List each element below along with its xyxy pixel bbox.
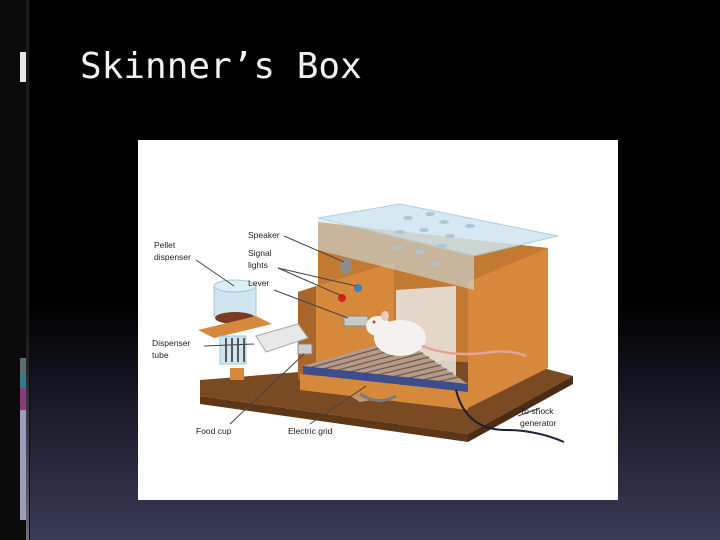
- label-pellet-dispenser-line2: dispenser: [154, 252, 191, 262]
- shock-cable: [455, 389, 565, 443]
- slide-title: Skinner’s Box: [80, 46, 362, 87]
- food-cup: [297, 343, 313, 355]
- label-signal-lights-line2: lights: [248, 260, 268, 270]
- title-marker: [20, 52, 26, 82]
- skinner-box-diagram: Speaker Pellet dispenser Signal lights L…: [152, 203, 573, 443]
- bar-marker-teal: [20, 374, 26, 388]
- right-wall: [468, 248, 548, 408]
- signal-light-blue: [354, 284, 362, 292]
- base-board-side: [468, 376, 573, 442]
- label-signal-lights-line1: Signal: [248, 248, 272, 258]
- label-shock-generator-line2: generator: [520, 418, 557, 428]
- label-shock-generator-line1: To shock: [520, 406, 554, 416]
- label-food-cup: Food cup: [196, 426, 232, 436]
- glass-front: [318, 218, 474, 290]
- left-bar-edge: [26, 0, 29, 540]
- pellet-dispenser: [198, 279, 272, 380]
- bar-marker-light: [20, 410, 26, 520]
- label-dispenser-tube-line1: Dispenser: [152, 338, 190, 348]
- base-board-front: [200, 396, 468, 442]
- rat: [366, 311, 527, 358]
- label-speaker: Speaker: [248, 230, 280, 240]
- signal-light-red: [338, 294, 346, 302]
- glass-lid: [317, 203, 559, 257]
- label-dispenser-tube-line2: tube: [152, 350, 169, 360]
- label-electric-grid: Electric grid: [288, 426, 333, 436]
- leader-lines: [195, 235, 541, 425]
- bar-marker-gray: [20, 358, 26, 374]
- left-wall-shade: [298, 286, 316, 380]
- bar-marker-purple: [20, 388, 26, 410]
- label-lever: Lever: [248, 278, 269, 288]
- label-pellet-dispenser-line1: Pellet: [154, 240, 176, 250]
- lid-holes: [393, 212, 475, 266]
- skinner-box-figure: Speaker Pellet dispenser Signal lights L…: [138, 140, 618, 500]
- grid-rail: [303, 366, 468, 392]
- speaker: [340, 258, 352, 274]
- drawer: [300, 374, 468, 410]
- drawer-handle: [359, 392, 397, 402]
- dispenser-tube: [255, 323, 309, 353]
